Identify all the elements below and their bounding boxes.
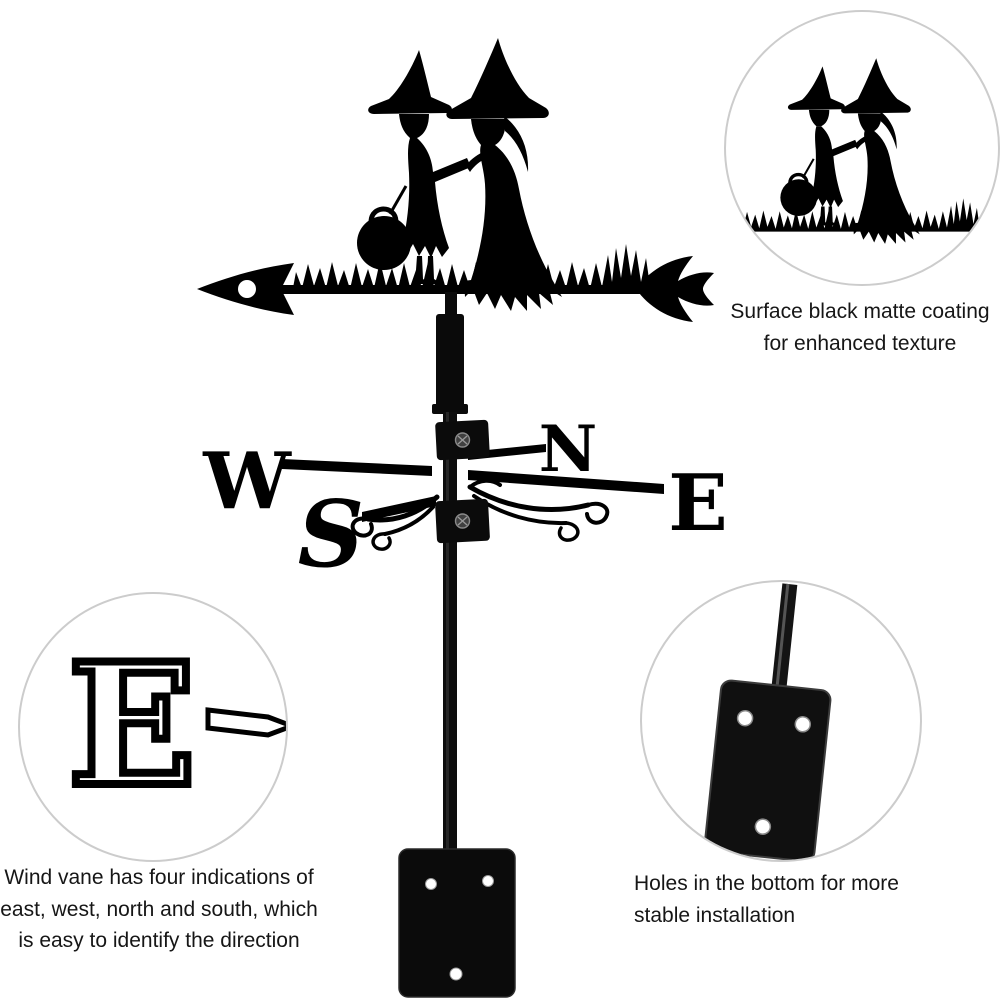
- arrow-tail: [636, 256, 714, 322]
- arrow-shaft: [276, 285, 646, 294]
- mast: [432, 292, 468, 852]
- rod-detail-highlight: [774, 583, 790, 694]
- pointer-bar-detail: [205, 707, 286, 738]
- scroll-right-1: [467, 484, 591, 512]
- hub: [435, 419, 490, 544]
- scroll-left-curl-1: [350, 516, 374, 538]
- scroll-left-curl-2: [371, 532, 392, 551]
- scroll-right-curl-2: [557, 521, 580, 542]
- witches-silhouette-zoom: [734, 56, 983, 246]
- scroll-right-curl-1: [585, 501, 610, 525]
- letter-south: S: [298, 480, 364, 588]
- mounting-plate: [398, 848, 516, 998]
- scroll-left-1: [365, 494, 440, 523]
- callout-circle-coating: [724, 10, 1000, 286]
- mast-tube: [436, 314, 464, 408]
- scroll-left-2: [383, 505, 435, 536]
- screw-top-slot-2: [457, 435, 468, 445]
- caption-holes: Holes in the bottom for more stable inst…: [634, 872, 899, 927]
- wind-arrow: [197, 256, 714, 322]
- bar-west: [282, 459, 432, 476]
- base-detail: [704, 583, 832, 860]
- screw-bottom-slot-2: [457, 516, 468, 526]
- mounting-hole-detail-1: [736, 709, 754, 727]
- letter-east: E: [668, 458, 727, 549]
- mounting-hole-2: [482, 875, 494, 887]
- bar-south: [362, 496, 436, 522]
- scroll-hub: [468, 478, 502, 489]
- mast-neck: [445, 292, 457, 316]
- callout-circle-direction: E: [18, 592, 288, 862]
- letter-north: N: [539, 412, 598, 487]
- mounting-hole-1: [425, 878, 437, 890]
- mast-rod: [443, 412, 457, 852]
- mounting-hole-3: [449, 967, 463, 981]
- arrow-eyelet: [238, 280, 256, 298]
- letter-e-detail: E: [64, 622, 286, 828]
- caption-direction: Wind vane has four indications of east, …: [0, 866, 318, 952]
- bar-east: [468, 470, 664, 494]
- letter-west: W: [202, 436, 292, 527]
- rod-detail: [770, 583, 798, 695]
- callout-circle-base: [640, 580, 922, 862]
- caption-coating: Surface black matte coating for enhanced…: [730, 300, 990, 355]
- mounting-hole-detail-2: [794, 716, 812, 733]
- witches-silhouette: [292, 38, 652, 311]
- mounting-hole-detail-3: [754, 818, 772, 835]
- mast-rod-highlight: [446, 412, 449, 852]
- letter-east-zoom: E: [68, 626, 196, 824]
- witches-detail: [734, 56, 983, 246]
- mast-collar: [432, 404, 468, 414]
